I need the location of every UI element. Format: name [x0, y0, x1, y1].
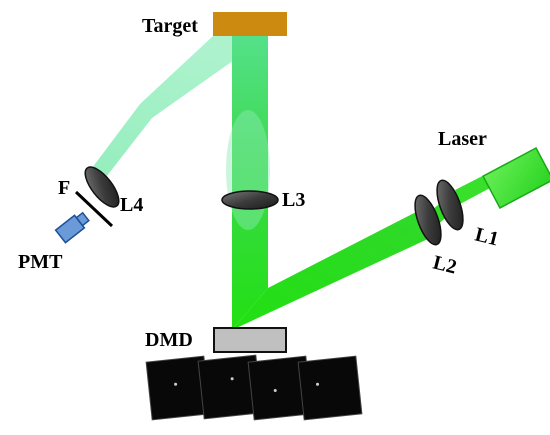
l1-label: L1	[473, 224, 501, 251]
dmd-pattern	[297, 355, 363, 421]
dmd-device	[213, 327, 287, 353]
dmd-patterns	[145, 354, 363, 421]
lens-l2	[414, 194, 442, 246]
l4-label: L4	[120, 194, 143, 216]
lens-l3	[221, 190, 279, 210]
dmd-label: DMD	[145, 329, 193, 351]
beam-vertical	[232, 36, 268, 330]
pmt-detector	[54, 211, 90, 244]
filter-f	[74, 190, 114, 228]
target-label: Target	[142, 15, 198, 37]
lens-l4	[84, 166, 120, 208]
pmt-label: PMT	[18, 251, 63, 273]
laser-source	[482, 147, 550, 209]
beam-dmd-to-l2	[232, 210, 430, 330]
filter-label: F	[58, 177, 70, 199]
lens-l1	[436, 179, 464, 231]
target-block	[213, 12, 287, 36]
l2-label: L2	[431, 252, 459, 279]
l3-label: L3	[282, 189, 305, 211]
laser-label: Laser	[438, 128, 487, 150]
beam-glow	[226, 110, 270, 230]
